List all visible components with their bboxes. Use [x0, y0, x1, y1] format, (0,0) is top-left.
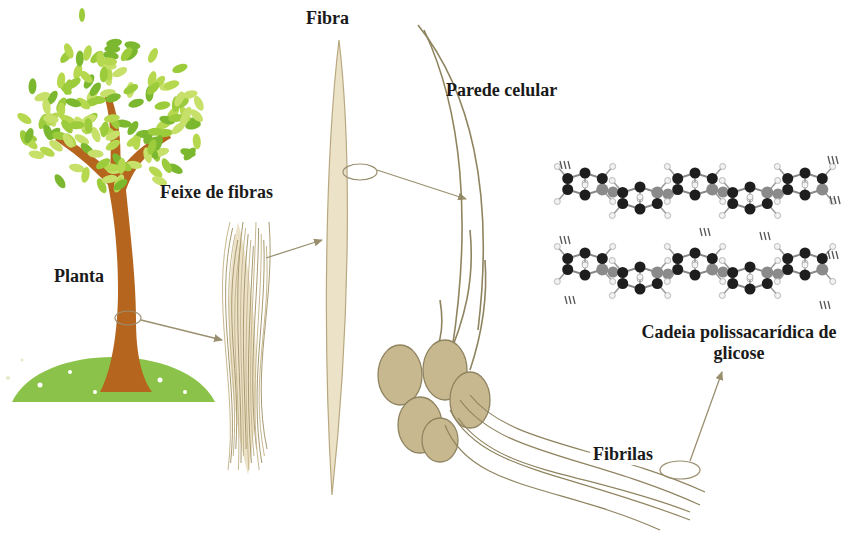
leaf [171, 62, 189, 75]
glucose-chain-model [554, 156, 840, 309]
leaf [172, 90, 186, 108]
part-label: Parede celular [446, 80, 557, 101]
leaf [146, 46, 160, 64]
leaf [104, 92, 122, 105]
leaf [76, 50, 85, 66]
leaf [41, 123, 54, 141]
leader-arrow [141, 320, 222, 340]
leaf [65, 97, 83, 109]
tree-trunk [55, 93, 171, 392]
fiber-strand [235, 246, 241, 470]
zoom-marker [343, 164, 377, 180]
leaf [184, 120, 201, 131]
fiber-strand [222, 222, 230, 470]
leaf [78, 69, 95, 86]
part-label: Feixe de fibras [160, 182, 273, 203]
leaf [146, 138, 159, 156]
leaf [117, 158, 127, 175]
leaf [104, 138, 122, 153]
leaf [62, 42, 76, 60]
leaf [127, 97, 145, 109]
fiber-strand [238, 222, 243, 463]
microfibril-bundles [378, 340, 490, 462]
flowers [6, 359, 187, 395]
part-label: Fibra [306, 8, 349, 29]
part-label: Planta [54, 266, 104, 287]
part-label: Cadeia polissacarídica de glicose [622, 322, 856, 363]
leaf [47, 138, 65, 154]
cell-wall [418, 25, 486, 370]
leaf [56, 72, 66, 89]
leader-arrow [690, 372, 722, 461]
leaf [52, 172, 67, 190]
fiber-strand [226, 228, 233, 463]
leaf [125, 134, 143, 149]
leaf [82, 44, 94, 62]
leaf [59, 118, 75, 135]
leader-arrow [266, 240, 322, 258]
leaf [28, 149, 45, 160]
leaf [94, 156, 112, 171]
leaf [60, 132, 75, 150]
leaf [23, 127, 36, 145]
leaf [79, 8, 85, 22]
leaf [15, 111, 33, 126]
leaf [101, 57, 118, 66]
fiber-strand [261, 222, 270, 449]
fiber-strand [243, 234, 248, 449]
leaf [192, 133, 201, 150]
leaf [84, 118, 93, 135]
fibrils [445, 395, 705, 530]
leaf [101, 174, 118, 185]
leaf [154, 100, 171, 111]
zoom-marker [660, 461, 700, 479]
leaf [145, 80, 162, 97]
leaf [118, 45, 134, 63]
leaf [103, 113, 120, 123]
leaf [80, 166, 91, 183]
leaf [42, 114, 59, 124]
leaf [41, 98, 52, 115]
leaf [122, 82, 140, 97]
leaf [99, 66, 108, 83]
leaf [160, 157, 174, 175]
leaf [28, 78, 37, 94]
single-fiber [326, 40, 347, 495]
zoom-marker [115, 311, 141, 325]
leader-arrow [377, 170, 466, 199]
leaf [106, 38, 123, 48]
leaf [181, 145, 198, 162]
leaf [87, 149, 104, 158]
tree-leaves [15, 8, 205, 195]
fiber-bundle [222, 222, 270, 475]
leaf [163, 79, 181, 92]
leaf [65, 75, 83, 91]
leaf [148, 128, 164, 136]
part-label: Fibrilas [590, 444, 656, 465]
